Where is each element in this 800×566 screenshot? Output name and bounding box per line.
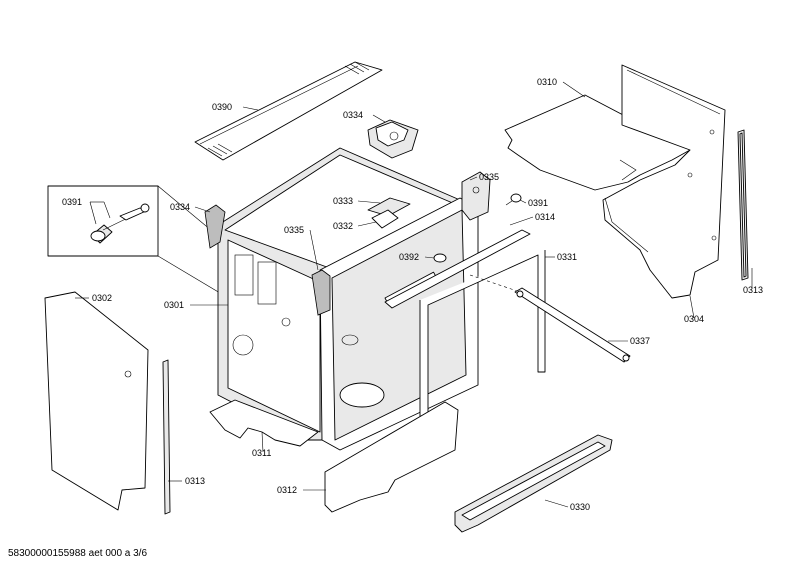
label-0304: 0304 [684,314,704,324]
part-0313-right-strip [737,129,749,281]
label-0335-right: 0335 [479,172,499,182]
label-0312: 0312 [277,485,297,495]
label-0301: 0301 [164,300,184,310]
part-0311-plinth [209,399,319,447]
part-0301-main-tub [204,147,479,451]
label-0314: 0314 [535,212,555,222]
part-0390-top-strip [194,61,383,161]
label-0392: 0392 [399,252,419,262]
leader-lines [75,81,753,508]
label-0331: 0331 [557,252,577,262]
part-0334-top-bracket [367,119,419,159]
footer-reference: 58300000155988 aet 000 a 3/6 [8,548,147,559]
label-0313-right: 0313 [743,285,763,295]
part-0304-side-panel [602,64,726,299]
label-0337: 0337 [630,336,650,346]
label-0302: 0302 [92,293,112,303]
label-0334-left: 0334 [170,202,190,212]
label-0311: 0311 [252,448,271,458]
part-0337-rail [514,287,631,363]
label-0390: 0390 [212,102,232,112]
part-0302-front-panel [44,291,149,511]
part-0333-0332-inner [367,197,411,229]
part-0330-bottom-rail [454,434,613,533]
part-labels: 0390 0334 0310 0391 0334 0333 0335 0391 … [62,77,763,512]
label-0391-box: 0391 [62,197,82,207]
label-0332: 0332 [333,221,353,231]
part-0392-seal [433,253,447,263]
part-0312-plinth-front [324,401,459,513]
label-0335-left: 0335 [284,225,304,235]
label-0334-top: 0334 [343,110,363,120]
part-0313-left-strip [162,359,171,515]
label-0313-left: 0313 [185,476,205,486]
label-0310: 0310 [537,77,557,87]
label-0330: 0330 [570,502,590,512]
part-0391-right-screw [505,193,522,206]
label-0391-right: 0391 [528,198,548,208]
label-0333: 0333 [333,196,353,206]
part-0335-right-bracket [461,171,491,221]
